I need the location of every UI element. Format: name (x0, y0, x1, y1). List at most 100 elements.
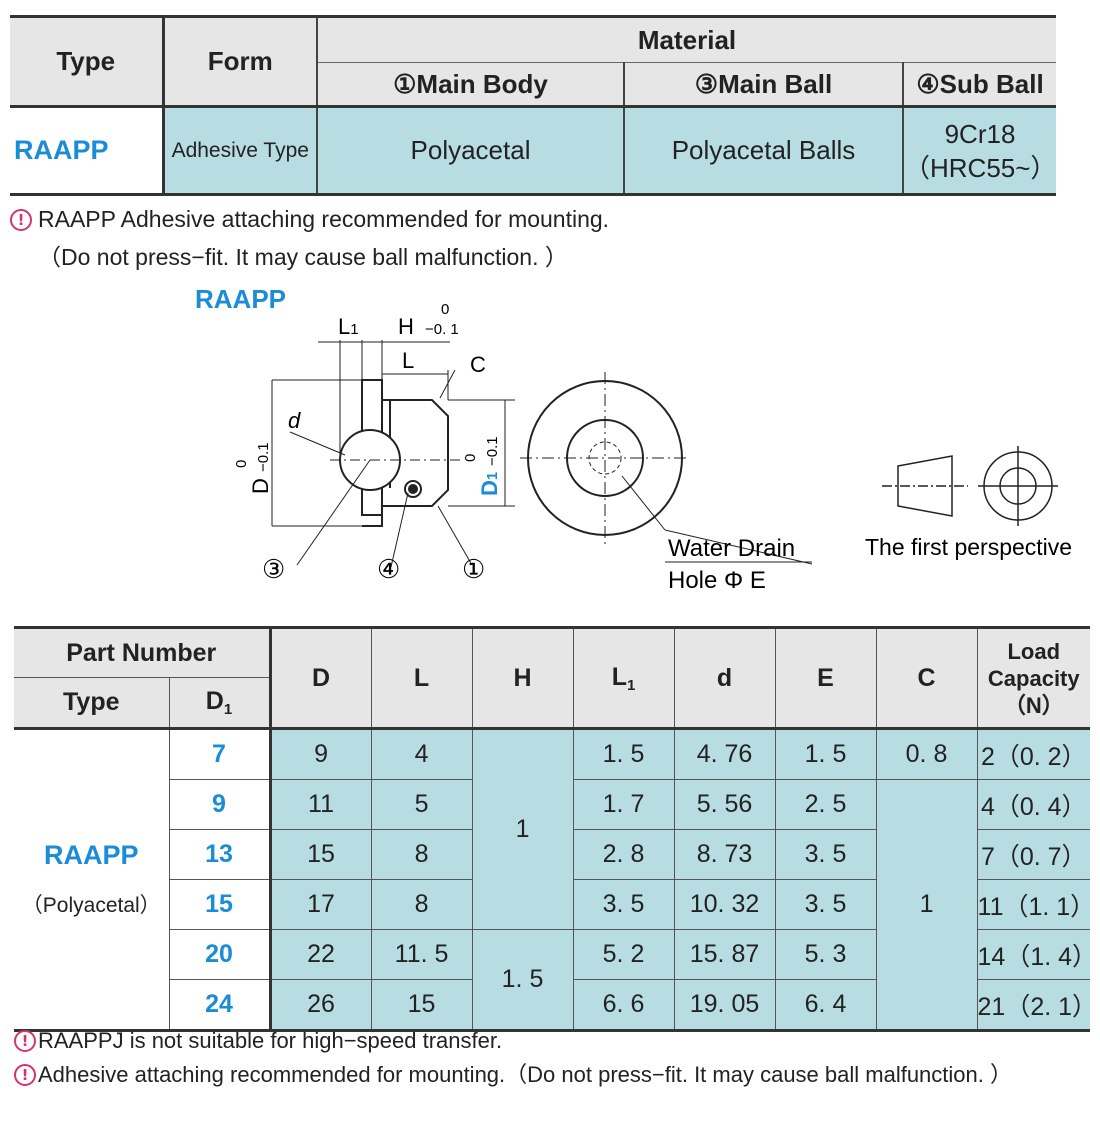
cell-load: 21（2. 1） (977, 979, 1097, 1031)
main-ball-cell: Polyacetal Balls (624, 105, 904, 195)
cell-C-group: 1 (876, 779, 978, 1031)
cell-L1: 1. 5 (573, 727, 675, 780)
cell-L: 8 (371, 879, 473, 930)
table-row: 24 26 15 6. 6 19. 05 6. 4 21（2. 1） (14, 979, 1097, 1031)
label-H: H (398, 314, 414, 339)
cell-d: 19. 05 (674, 979, 776, 1031)
cell-D: 15 (270, 829, 372, 880)
cell-load: 2（0. 2） (977, 727, 1091, 780)
cell-D: 9 (270, 727, 372, 780)
label-C: C (470, 352, 486, 377)
note-bottom-line2: !Adhesive attaching recommended for moun… (14, 1057, 1012, 1089)
col-D1-header: D1 (169, 677, 272, 729)
table-row: 9 11 5 1. 7 5. 56 2. 5 1 4（0. 4） (14, 779, 1091, 1031)
cell-E: 1. 5 (775, 727, 877, 780)
note-top-line2: （Do not press−fit. It may cause ball mal… (38, 244, 568, 270)
col-D-header: D (270, 627, 372, 729)
sub-ball-cell: 9Cr18 （HRC55~） (903, 105, 1057, 195)
label-L: L (402, 348, 414, 373)
cell-L: 5 (371, 779, 473, 830)
callout-1: ① (462, 554, 485, 584)
cell-C-row1: 0. 8 (876, 727, 978, 780)
col-H-header: H (472, 627, 574, 729)
type-cell: RAAPP (10, 105, 165, 195)
warning-icon: ! (14, 1030, 36, 1052)
cell-D1: 24 (169, 979, 272, 1031)
col-L-header: L (371, 627, 473, 729)
col-L1-header: L1 (573, 627, 675, 729)
cell-D1: 7 (169, 727, 272, 780)
table-row: 15 17 8 3. 5 10. 32 3. 5 11（1. 1） (14, 879, 1095, 930)
cell-L: 8 (371, 829, 473, 880)
cell-d: 10. 32 (674, 879, 776, 930)
type-group-cell: RAAPP （Polyacetal） (14, 727, 170, 1031)
front-view (520, 372, 813, 565)
note-top-line1: !RAAPP Adhesive attaching recommended fo… (10, 206, 609, 233)
table-row: RAAPP （Polyacetal） 7 9 4 1 1. 5 4. 76 1.… (14, 727, 1091, 1031)
form-header: Form (163, 16, 318, 107)
cell-L1: 3. 5 (573, 879, 675, 930)
label-D-group: D 0 −0.1 (233, 442, 273, 494)
cell-D: 17 (270, 879, 372, 930)
cell-load: 4（0. 4） (977, 779, 1091, 830)
cell-d: 15. 87 (674, 929, 776, 980)
cell-E: 5. 3 (775, 929, 877, 980)
label-H-tol-upper: 0 (441, 301, 449, 318)
cell-L: 15 (371, 979, 473, 1031)
diagram-title: RAAPP (195, 284, 286, 314)
label-d: d (288, 408, 301, 433)
material-table: Type Form Material ①Main Body ③Main Ball… (10, 15, 1056, 196)
type-header: Type (10, 16, 165, 107)
sub-ball-header: ④Sub Ball (903, 62, 1057, 107)
type-name: RAAPP (43, 840, 139, 870)
cell-E: 2. 5 (775, 779, 877, 830)
cell-L: 11. 5 (371, 929, 473, 980)
cell-E: 6. 4 (775, 979, 877, 1031)
col-load-header: Load Capacity （N） (977, 627, 1091, 729)
callout-4: ④ (377, 554, 400, 584)
label-D: D (248, 478, 273, 494)
label-D1-tol-upper: 0 (462, 454, 479, 462)
cell-d: 8. 73 (674, 829, 776, 880)
cell-D1: 13 (169, 829, 272, 880)
material-header: Material (315, 16, 1057, 63)
col-C-header: C (876, 627, 978, 729)
main-body-cell: Polyacetal (317, 105, 625, 195)
sub-ball-line1: 9Cr18 (944, 118, 1016, 149)
cell-d: 4. 76 (674, 727, 776, 780)
type-note: （Polyacetal） (21, 894, 161, 917)
form-cell: Adhesive Type (163, 105, 318, 195)
cell-L1: 2. 8 (573, 829, 675, 880)
label-D-tol-lower: −0.1 (255, 442, 272, 472)
dimension-diagram: RAAPP L1 H 0 −0. 1 L C d (195, 284, 1072, 594)
side-view (271, 340, 515, 568)
main-ball-header: ③Main Ball (624, 62, 904, 107)
cell-D1: 9 (169, 779, 272, 830)
cell-L1: 6. 6 (573, 979, 675, 1031)
cell-H-group2: 1. 5 (472, 929, 574, 1031)
cell-load: 11（1. 1） (977, 879, 1095, 930)
col-E-header: E (775, 627, 877, 729)
label-L1: L1 (338, 314, 359, 339)
cell-D1: 20 (169, 929, 272, 980)
warning-icon: ! (10, 209, 32, 231)
cell-D: 11 (270, 779, 372, 830)
cell-H-group1: 1 (472, 727, 574, 930)
cell-L1: 5. 2 (573, 929, 675, 980)
cell-load: 7（0. 7） (977, 829, 1091, 880)
label-D1-tol-lower: −0.1 (484, 436, 501, 466)
spec-table: Part Number D L H L1 d E C Load Capacity… (14, 626, 1097, 1032)
water-drain-line2: Hole Φ E (668, 567, 766, 594)
callout-3: ③ (262, 554, 285, 584)
sub-ball-line2: （HRC55~） (904, 152, 1057, 183)
table-row: 13 15 8 2. 8 8. 73 3. 5 7（0. 7） (14, 829, 1091, 880)
cell-E: 3. 5 (775, 829, 877, 880)
label-H-tol-lower: −0. 1 (425, 321, 459, 338)
label-D-tol-upper: 0 (233, 460, 250, 468)
main-body-header: ①Main Body (316, 62, 625, 107)
cell-L1: 1. 7 (573, 779, 675, 830)
note-bottom-line1: !RAAPPJ is not suitable for high−speed t… (14, 1028, 502, 1054)
col-type-header: Type (14, 677, 170, 729)
col-d-header: d (674, 627, 776, 729)
label-D1: D1 (477, 472, 502, 496)
